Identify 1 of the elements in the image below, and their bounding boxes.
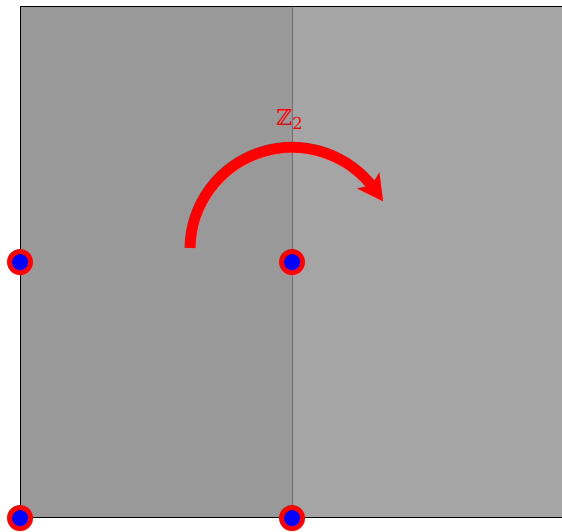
symmetry-label: ℤ$_{2}$	[276, 108, 303, 130]
